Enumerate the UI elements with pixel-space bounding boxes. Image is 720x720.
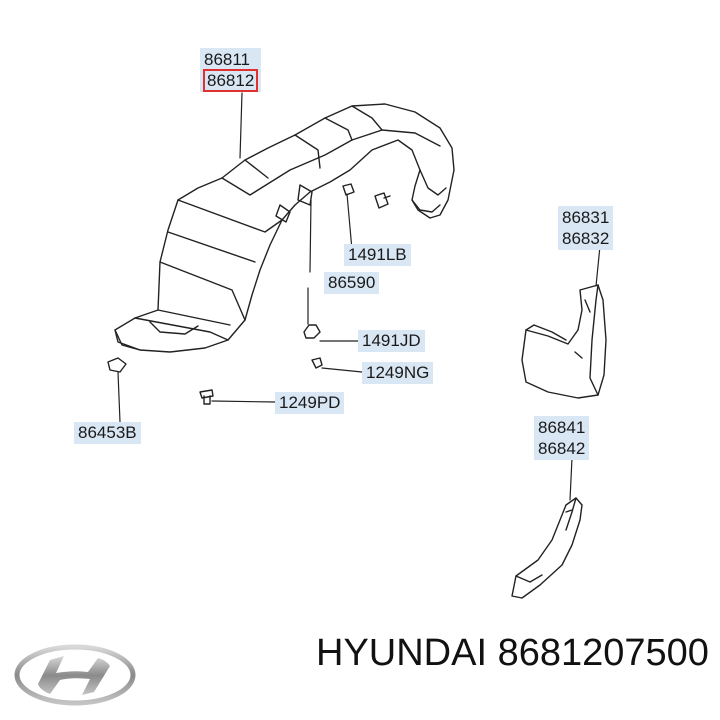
part-code: 86811 [204,50,251,69]
part-code: 86842 [538,439,586,458]
part-code-highlighted: 86812 [202,69,259,92]
mudguard-upper-drawing [521,284,607,399]
label-86590[interactable]: 86590 [324,272,380,294]
label-mudguard-upper[interactable]: 86831 86832 [558,206,614,250]
hyundai-logo-icon [14,644,136,706]
leader-lines [117,92,601,501]
label-1491lb[interactable]: 1491LB [344,244,411,266]
fender-liner-drawing [114,103,455,353]
part-code: 86832 [562,229,610,248]
label-fender-liner[interactable]: 86811 86812 [200,48,262,92]
mudguard-lower-drawing [511,497,583,599]
part-code: 86841 [538,418,586,437]
fastener-nut-drawing [107,357,127,373]
fastener-clip-drawing [303,324,321,339]
fastener-bolt-pd-drawing [199,389,214,405]
part-code: 86831 [562,208,610,227]
label-86453b[interactable]: 86453B [74,422,141,444]
label-mudguard-lower[interactable]: 86841 86842 [534,416,590,460]
label-1491jd[interactable]: 1491JD [358,330,425,352]
brand-part-number: HYUNDAI 8681207500 [316,632,709,674]
fastener-screw-top-drawing [342,183,391,209]
label-1249pd[interactable]: 1249PD [275,392,345,414]
fastener-bolt-ng-drawing [311,357,323,369]
label-1249ng[interactable]: 1249NG [362,362,434,384]
